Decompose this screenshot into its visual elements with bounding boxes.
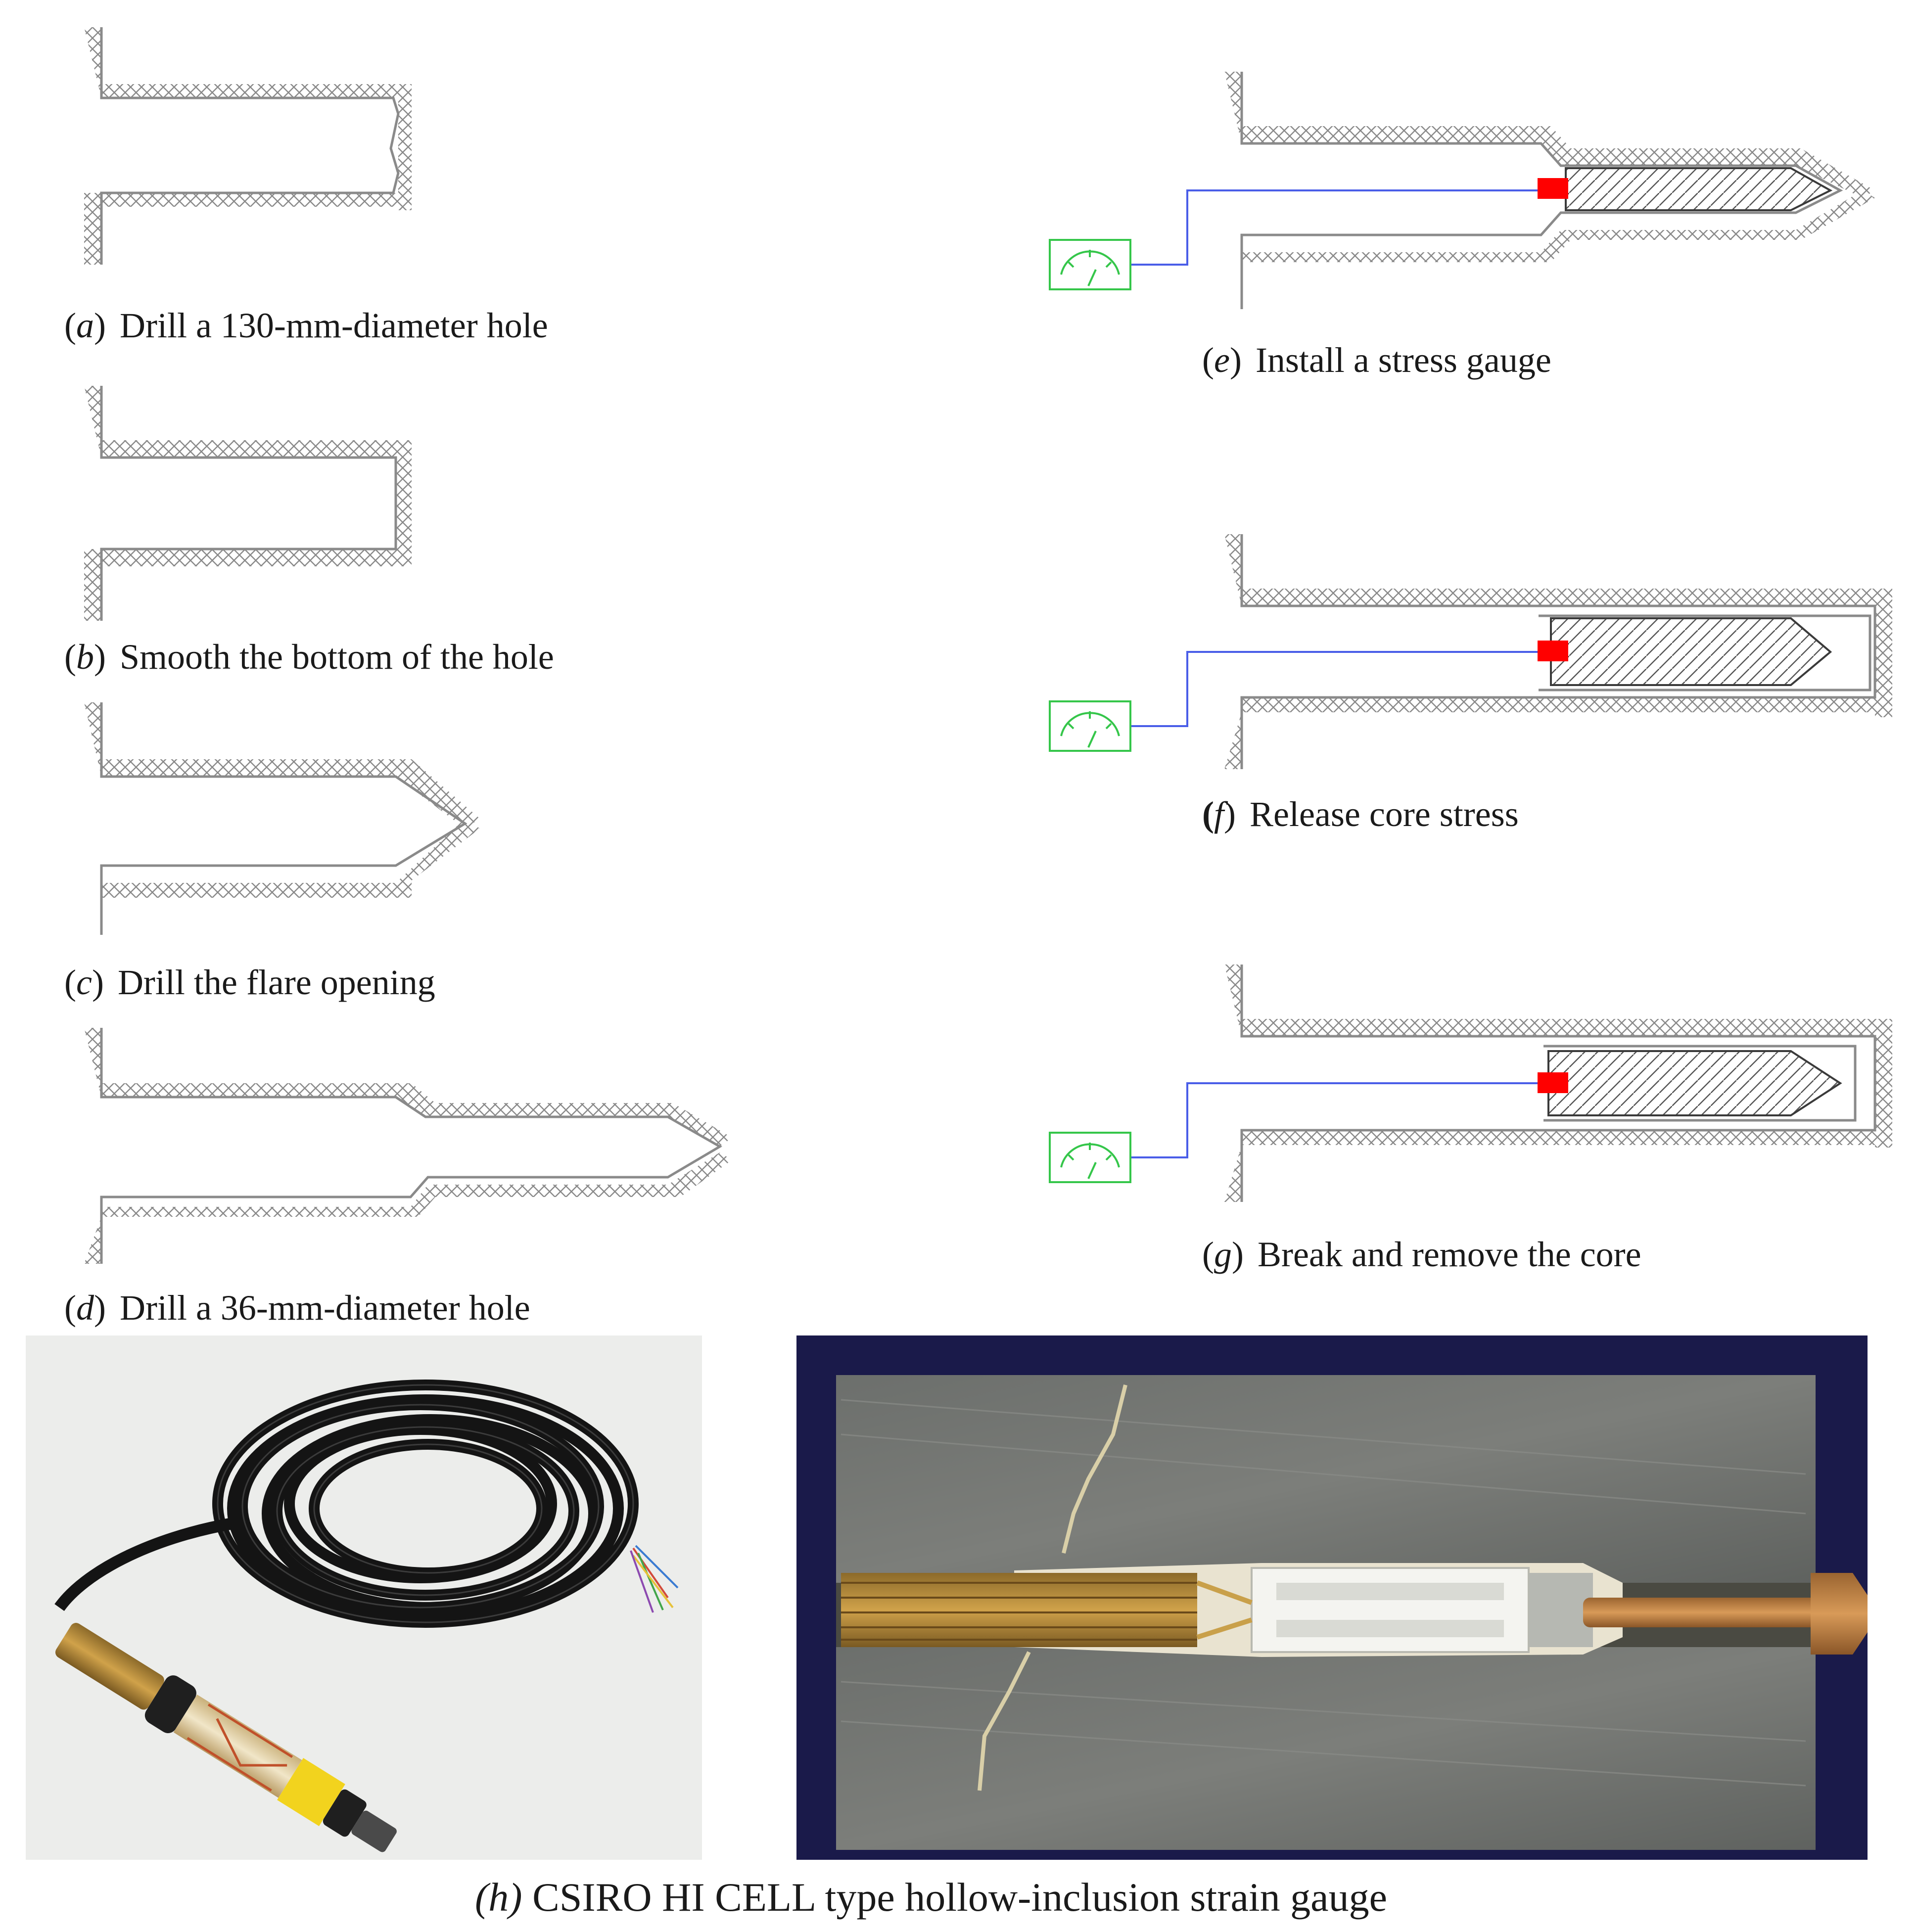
diagram-g-remove-core xyxy=(1049,965,1892,1202)
caption-h: (h) CSIRO HI CELL type hollow-inclusion … xyxy=(475,1875,1387,1920)
diagram-a-hole xyxy=(84,27,412,265)
caption-e: (e)Install a stress gauge xyxy=(1202,340,1551,380)
caption-c: (c)Drill the flare opening xyxy=(64,963,435,1002)
strain-gauge-block-icon xyxy=(1538,641,1568,661)
caption-b: (b)Smooth the bottom of the hole xyxy=(64,637,554,677)
strain-gauge-block-icon xyxy=(1538,178,1568,199)
diagram-c-flare-opening xyxy=(84,702,480,935)
gauge-dial-icon xyxy=(1049,700,1131,752)
caption-f: (f)Release core stress xyxy=(1202,794,1519,834)
gauge-dial-icon xyxy=(1049,1132,1131,1183)
photo-gauge-in-rock-core xyxy=(796,1335,1868,1860)
diagram-e-install-gauge xyxy=(1049,72,1875,309)
diagram-f-release-core xyxy=(1049,534,1892,769)
photo-strain-gauge-cable xyxy=(26,1335,702,1860)
diagram-b-smoothed-hole xyxy=(84,386,412,621)
strain-gauge-block-icon xyxy=(1538,1072,1568,1093)
caption-a: (a)Drill a 130-mm-diameter hole xyxy=(64,306,548,345)
diagram-d-small-hole xyxy=(84,1028,732,1264)
caption-g: (g)Break and remove the core xyxy=(1202,1235,1641,1274)
gauge-dial-icon xyxy=(1049,239,1131,290)
caption-d: (d)Drill a 36-mm-diameter hole xyxy=(64,1288,530,1328)
